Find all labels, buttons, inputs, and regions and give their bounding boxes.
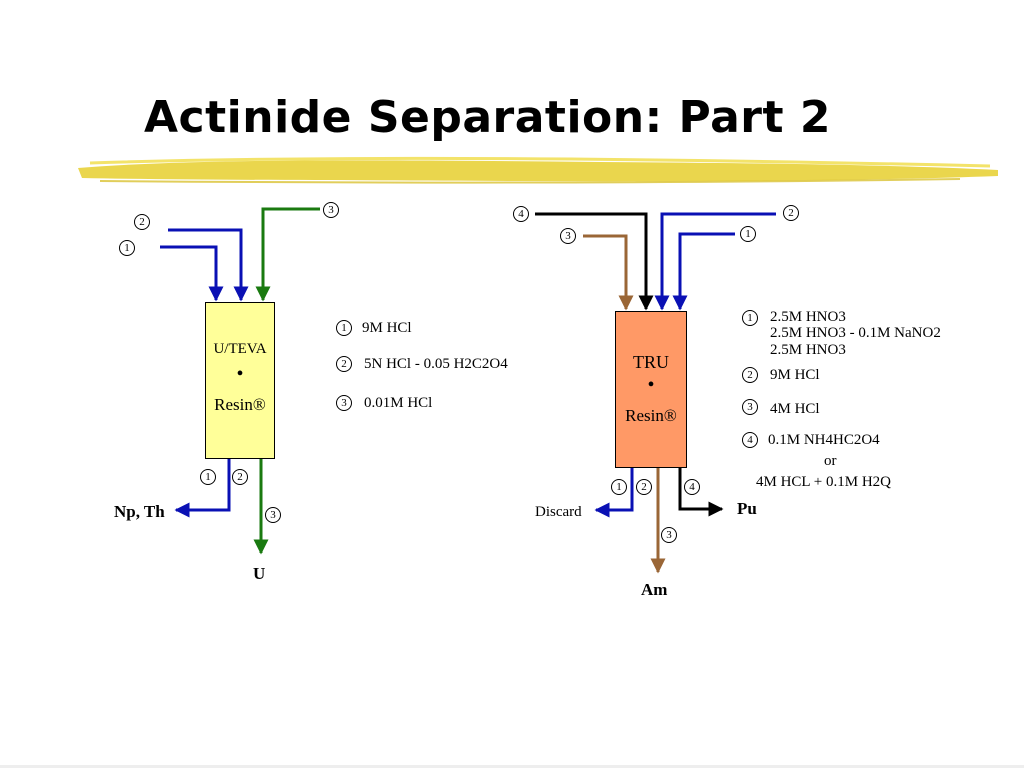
tru-label: TRU [633,352,669,372]
left-inlet-3-line [255,207,320,302]
output-pu: Pu [737,499,757,518]
output-np-th: Np, Th [114,502,165,521]
footer-divider [0,765,1024,768]
left-outlet-number: 2 [232,469,248,485]
right-inlet-2-line [654,212,776,311]
slide-title: Actinide Separation: Part 2 [144,92,831,143]
right-inlet-number: 4 [513,206,529,222]
tru-resin-column: TRU • Resin® [615,311,687,468]
left-inlet-number: 2 [134,214,150,230]
right-outlet-number: 1 [611,479,627,495]
right-outlet-number: 2 [636,479,652,495]
right-inlet-number: 2 [783,205,799,221]
left-inlet-number: 1 [119,240,135,256]
right-legend-line: or [824,453,837,469]
left-outlet-number: 3 [265,507,281,523]
right-legend-line: 4M HCl [770,401,820,417]
left-legend-text: 9M HCl [362,320,412,336]
left-legend-number: 3 [336,395,352,411]
uteva-dot: • [236,363,244,385]
tru-dot: • [647,374,655,396]
left-legend-number: 2 [336,356,352,372]
right-legend-number: 3 [742,399,758,415]
left-inlet-number: 3 [323,202,339,218]
right-legend-number: 2 [742,367,758,383]
uteva-resin-label: Resin® [214,395,266,414]
right-outlet-pu-line [678,468,724,517]
uteva-resin-column: U/TEVA • Resin® [205,302,275,459]
output-u: U [253,564,266,583]
output-am: Am [641,580,668,599]
left-legend-number: 1 [336,320,352,336]
uteva-label: U/TEVA [213,341,267,357]
output-discard: Discard [535,504,582,520]
tru-resin-label: Resin® [625,406,677,425]
right-inlet-number: 3 [560,228,576,244]
right-legend-line: 2.5M HNO3 [770,342,846,358]
right-inlet-4-line [535,212,654,311]
right-inlet-number: 1 [740,226,756,242]
right-legend-line: 2.5M HNO3 [770,309,846,325]
left-outlet-np-th-line [174,459,231,518]
left-inlet-1-line [160,245,224,302]
left-outlet-number: 1 [200,469,216,485]
left-legend-text: 0.01M HCl [364,395,433,411]
right-legend-number: 4 [742,432,758,448]
right-outlet-number: 4 [684,479,700,495]
left-inlet-2-line [168,228,249,302]
right-inlet-1-line [672,232,735,311]
right-inlet-3-line [583,234,634,311]
right-legend-line: 9M HCl [770,367,820,383]
right-legend-line: 0.1M NH4HC2O4 [768,432,880,448]
right-legend-number: 1 [742,310,758,326]
right-outlet-number: 3 [661,527,677,543]
right-outlet-discard-line [594,468,634,518]
left-legend-text: 5N HCl - 0.05 H2C2O4 [364,356,508,372]
right-legend-line: 4M HCL + 0.1M H2Q [756,474,891,490]
right-legend-line: 2.5M HNO3 - 0.1M NaNO2 [770,325,941,341]
